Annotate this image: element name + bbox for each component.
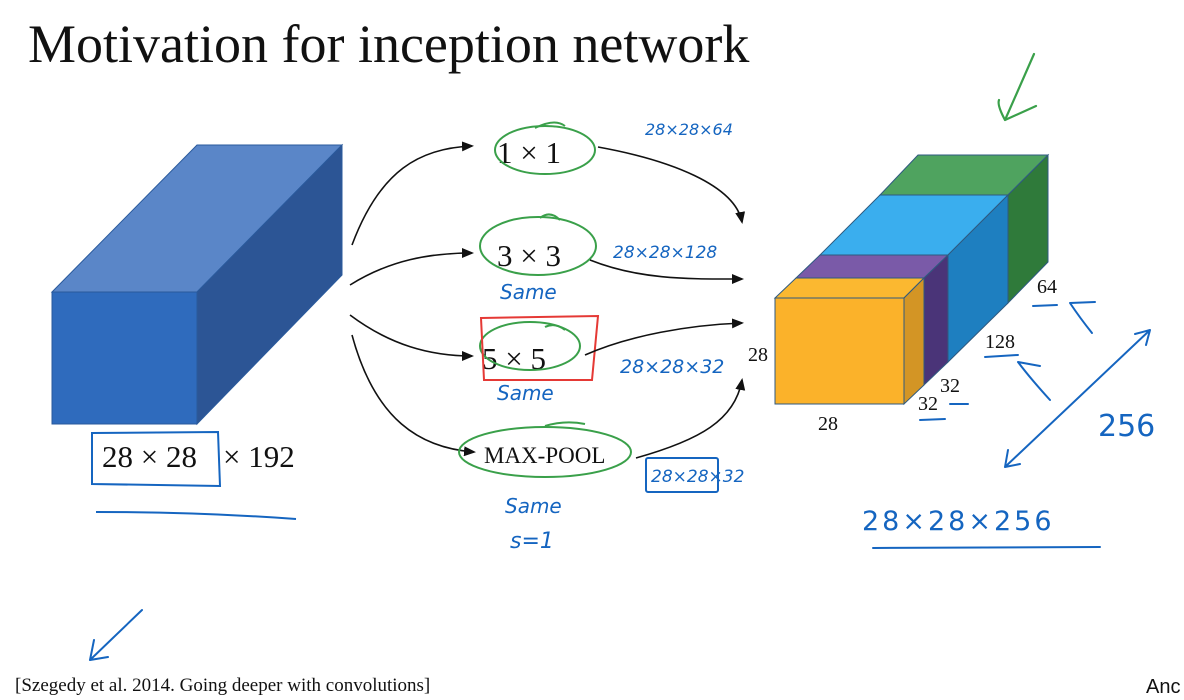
output-height-label: 28 [748,344,768,366]
circle-5x5 [479,321,581,371]
author-name-fragment: Anc [1146,676,1180,698]
note-maxpool-stride: s=1 [510,529,554,554]
blue-arrow-icon [89,609,143,661]
arrow-to-maxpool [351,334,476,457]
output-volume [773,153,1050,406]
depth-span-arrow [1004,329,1151,468]
input-shape-rest: × 192 [223,439,295,474]
segment-5x5-top [794,254,950,279]
input-volume-front [51,291,198,425]
output-maxpool-box-annotation [645,457,719,493]
arrow-maxpool-out [635,378,746,459]
arrow-to-3x3 [349,248,474,286]
circle-maxpool [458,426,632,478]
note-5x5-same: Same [497,381,554,405]
circle-3x3 [479,216,597,276]
op-1x1-label: 1 × 1 [497,135,561,170]
citation: [Szegedy et al. 2014. Going deeper with … [15,675,430,696]
segment-5x5-side [923,253,949,387]
slide-title: Motivation for inception network [28,14,749,74]
circle-1x1 [494,125,596,175]
arrow-to-1x1 [351,141,474,246]
total-shape-note: 28×28×256 [862,506,1055,537]
branch-arrows [349,141,476,457]
arrow-1x1-out [597,146,746,224]
arrow-5x5-out [584,318,744,356]
depth-label-3x3: 128 [985,331,1015,353]
arrow-to-5x5 [349,314,474,361]
input-shape-boxed: 28 × 28 [102,439,197,474]
green-arrow-icon [997,52,1038,122]
note-maxpool-same: Same [505,494,562,518]
output-note-3x3: 28×28×128 [613,243,717,263]
op-maxpool-label: MAX-POOL [484,443,605,468]
output-annotations [872,301,1151,549]
note-3x3-same: Same [500,280,557,304]
input-volume [50,143,344,426]
op-3x3-label: 3 × 3 [497,238,561,273]
merge-arrows [584,146,746,459]
output-shape-underline [872,546,1101,549]
total-depth-note: 256 [1098,409,1155,444]
depth-label-5x5: 32 [940,375,960,397]
segment-pool-front [774,297,905,405]
green-circle-annotations [458,121,632,478]
segment-pool-side [903,276,925,406]
input-shape-box-annotation [91,430,222,488]
depth-label-pool: 32 [918,393,938,415]
output-note-1x1: 28×28×64 [645,120,733,139]
output-note-maxpool: 28×28×32 [651,467,744,487]
arrow-3x3-out [589,259,744,285]
output-note-5x5: 28×28×32 [620,356,724,378]
red-box-5x5 [479,314,600,381]
output-width-label: 28 [818,413,838,435]
segment-pool-top [773,277,926,299]
depth-label-1x1: 64 [1037,276,1057,298]
input-underline-annotation [95,511,297,520]
